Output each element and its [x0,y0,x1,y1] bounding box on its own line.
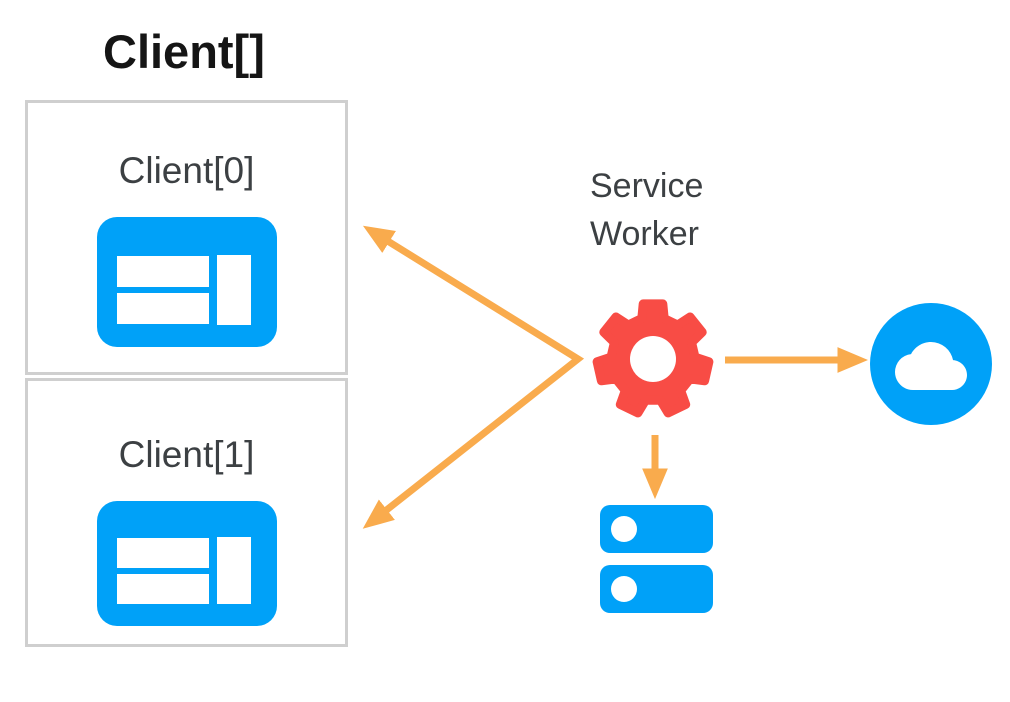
arrow-serviceworker-to-clients [362,225,585,529]
browser-window-icon [96,217,277,348]
server-stack-icon [600,505,713,613]
client-array-title: Client[] [103,25,265,78]
cloud-icon [870,303,992,425]
service-worker-label-line2: Worker [590,214,699,253]
service-worker-label: Service Worker [590,163,703,258]
client-1-cell: Client[1] [25,378,348,647]
browser-window-icon [96,501,277,627]
client-0-label: Client[0] [118,150,255,191]
gear-icon [592,299,714,418]
client-1-label: Client[1] [118,434,255,475]
service-worker-label-line1: Service [590,167,704,205]
client-0-cell: Client[0] [25,100,348,375]
